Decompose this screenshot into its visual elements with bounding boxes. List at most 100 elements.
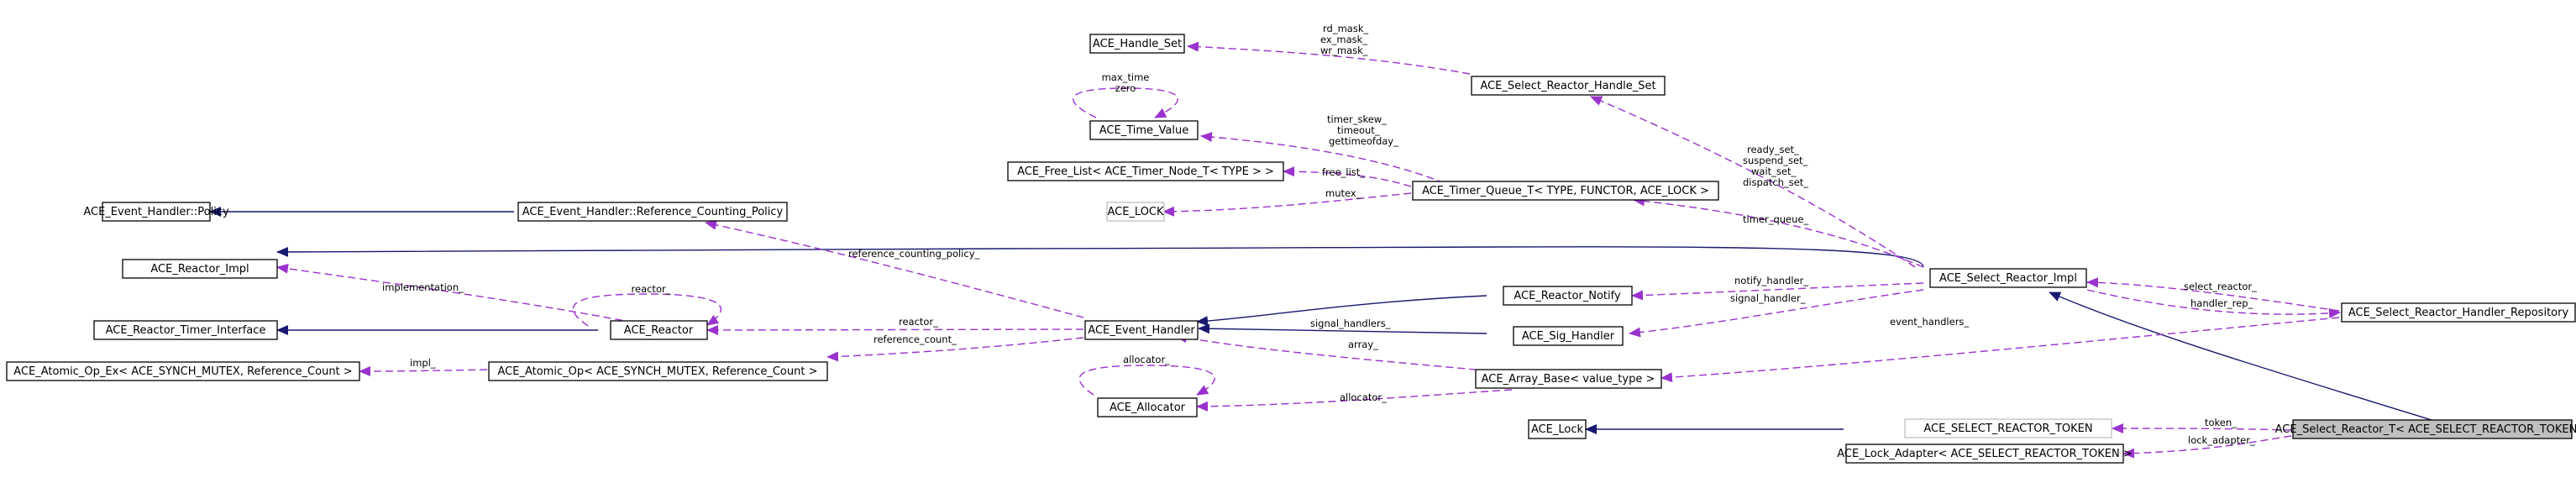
svg-text:ACE_Timer_Queue_T< TYPE, FUNCT: ACE_Timer_Queue_T< TYPE, FUNCTOR, ACE_LO… xyxy=(1422,185,1709,197)
edge-repository-to-select-impl xyxy=(2086,277,2340,312)
node-timer-queue[interactable]: ACE_Timer_Queue_T< TYPE, FUNCTOR, ACE_LO… xyxy=(1412,181,1719,201)
node-handler-repository[interactable]: ACE_Select_Reactor_Handler_Repository xyxy=(2341,302,2576,323)
label-allocator: allocator_ xyxy=(1340,391,1387,403)
svg-text:ACE_Allocator: ACE_Allocator xyxy=(1110,402,1186,414)
label-wait-set: wait_set_ xyxy=(1751,165,1796,177)
node-atomic-op-ex[interactable]: ACE_Atomic_Op_Ex< ACE_SYNCH_MUTEX, Refer… xyxy=(6,361,360,381)
label-wr-mask: wr_mask_ xyxy=(1320,45,1368,56)
label-reference-counting-policy: reference_counting_policy_ xyxy=(848,248,979,260)
label-allocator-self: allocator_ xyxy=(1123,354,1170,365)
svg-text:ACE_Event_Handler::Reference_C: ACE_Event_Handler::Reference_Counting_Po… xyxy=(522,206,784,218)
svg-text:ACE_Select_Reactor_Handle_Set: ACE_Select_Reactor_Handle_Set xyxy=(1480,80,1655,92)
svg-text:ACE_Reactor_Notify: ACE_Reactor_Notify xyxy=(1514,290,1621,302)
svg-text:ACE_Select_Reactor_T< ACE_SELE: ACE_Select_Reactor_T< ACE_SELECT_REACTOR… xyxy=(2275,423,2576,436)
svg-text:ACE_Select_Reactor_Impl: ACE_Select_Reactor_Impl xyxy=(1939,272,2077,285)
edge-timer-queue-to-time-value xyxy=(1200,132,1445,184)
svg-text:ACE_Handle_Set: ACE_Handle_Set xyxy=(1093,38,1182,50)
label-signal-handler: signal_handler_ xyxy=(1730,292,1806,304)
edge-select-reactor-t-to-select-reactor-impl xyxy=(2049,291,2432,421)
node-array-base[interactable]: ACE_Array_Base< value_type > xyxy=(1475,369,1662,389)
edge-array-base-to-allocator xyxy=(1196,389,1513,412)
node-ace-lock[interactable]: ACE_Lock xyxy=(1528,419,1587,439)
label-array: array_ xyxy=(1348,339,1378,350)
node-lock-adapter[interactable]: ACE_Lock_Adapter< ACE_SELECT_REACTOR_TOK… xyxy=(1837,444,2133,464)
node-event-handler[interactable]: ACE_Event_Handler xyxy=(1084,320,1199,340)
node-time-value[interactable]: ACE_Time_Value xyxy=(1089,120,1199,140)
svg-text:ACE_Lock_Adapter< ACE_SELECT_R: ACE_Lock_Adapter< ACE_SELECT_REACTOR_TOK… xyxy=(1837,448,2132,460)
node-reactor-notify[interactable]: ACE_Reactor_Notify xyxy=(1503,286,1633,306)
node-ace-lock-param[interactable]: ACE_LOCK xyxy=(1106,202,1165,222)
label-select-reactor: select_reactor_ xyxy=(2184,281,2257,292)
edge-event-handler-to-ref-policy xyxy=(705,219,1084,318)
edge-select-impl-to-handle-set-wrap xyxy=(1590,96,1916,268)
svg-text:ACE_LOCK: ACE_LOCK xyxy=(1107,206,1164,218)
edge-select-reactor-impl-to-reactor-impl xyxy=(276,246,1924,268)
label-impl: impl_ xyxy=(410,357,436,369)
svg-text:ACE_Sig_Handler: ACE_Sig_Handler xyxy=(1522,330,1615,343)
edge-time-value-self xyxy=(1073,87,1178,118)
label-notify-handler: notify_handler_ xyxy=(1734,275,1808,286)
label-gettimeofday: gettimeofday_ xyxy=(1329,135,1398,147)
label-ex-mask: ex_mask_ xyxy=(1320,34,1367,45)
svg-text:ACE_Reactor_Impl: ACE_Reactor_Impl xyxy=(150,263,249,276)
svg-text:ACE_Atomic_Op< ACE_SYNCH_MUTEX: ACE_Atomic_Op< ACE_SYNCH_MUTEX, Referenc… xyxy=(498,365,818,378)
svg-text:ACE_Atomic_Op_Ex< ACE_SYNCH_MU: ACE_Atomic_Op_Ex< ACE_SYNCH_MUTEX, Refer… xyxy=(13,365,352,378)
label-reactor: reactor_ xyxy=(899,316,938,328)
svg-text:ACE_Select_Reactor_Handler_Rep: ACE_Select_Reactor_Handler_Repository xyxy=(2348,307,2569,319)
label-dispatch-set: dispatch_set_ xyxy=(1743,176,1808,188)
node-select-reactor-handle-set[interactable]: ACE_Select_Reactor_Handle_Set xyxy=(1471,76,1666,96)
edge-select-reactor-t-to-token xyxy=(2112,423,2292,434)
label-max-time: max_time xyxy=(1102,71,1150,83)
edge-reactor-to-reactor-impl xyxy=(276,263,635,323)
label-reactor-self: reactor_ xyxy=(632,283,671,295)
svg-text:ACE_Reactor_Timer_Interface: ACE_Reactor_Timer_Interface xyxy=(106,324,266,337)
edge-allocator-self xyxy=(1078,365,1215,396)
node-select-reactor-impl[interactable]: ACE_Select_Reactor_Impl xyxy=(1929,268,2087,288)
label-event-handlers: event_handlers_ xyxy=(1890,316,1969,328)
edge-reactor-notify-to-event-handler xyxy=(1196,295,1487,327)
label-rd-mask: rd_mask_ xyxy=(1323,23,1368,34)
node-handle-set[interactable]: ACE_Handle_Set xyxy=(1089,34,1185,54)
node-atomic-op[interactable]: ACE_Atomic_Op< ACE_SYNCH_MUTEX, Referenc… xyxy=(488,361,828,381)
svg-text:ACE_SELECT_REACTOR_TOKEN: ACE_SELECT_REACTOR_TOKEN xyxy=(1923,423,2092,435)
node-reference-counting-policy[interactable]: ACE_Event_Handler::Reference_Counting_Po… xyxy=(517,202,788,222)
node-select-reactor-t[interactable]: ACE_Select_Reactor_T< ACE_SELECT_REACTOR… xyxy=(2275,419,2576,439)
edge-mask-to-handle-set xyxy=(1187,41,1471,75)
svg-text:ACE_Event_Handler: ACE_Event_Handler xyxy=(1088,324,1195,337)
label-reference-count: reference_count_ xyxy=(874,333,957,345)
label-timer-skew: timer_skew_ xyxy=(1327,113,1387,125)
node-reactor-timer-interface[interactable]: ACE_Reactor_Timer_Interface xyxy=(93,320,278,340)
node-select-reactor-token-param[interactable]: ACE_SELECT_REACTOR_TOKEN xyxy=(1904,418,2112,438)
edge-timer-queue-to-free-list xyxy=(1283,166,1412,187)
label-zero: zero xyxy=(1115,82,1136,94)
label-ready-set: ready_set_ xyxy=(1747,144,1799,155)
edge-atomic-op-to-atomic-op-ex xyxy=(359,365,488,376)
label-signal-handlers: signal_handlers_ xyxy=(1310,318,1391,329)
edge-select-impl-to-timer-queue xyxy=(1633,196,1924,268)
edge-select-impl-to-reactor-notify xyxy=(1631,282,1924,301)
edge-event-handler-to-reactor xyxy=(706,324,1084,335)
label-suspend-set: suspend_set_ xyxy=(1743,155,1808,166)
node-allocator[interactable]: ACE_Allocator xyxy=(1097,397,1198,417)
node-free-list[interactable]: ACE_Free_List< ACE_Timer_Node_T< TYPE > … xyxy=(1007,161,1284,181)
svg-text:ACE_Array_Base< value_type >: ACE_Array_Base< value_type > xyxy=(1482,373,1655,386)
edge-sig-handler-to-event-handler xyxy=(1198,323,1487,334)
label-lock-adapter: lock_adapter_ xyxy=(2188,434,2255,446)
node-reactor[interactable]: ACE_Reactor xyxy=(610,320,708,340)
node-policy[interactable]: ACE_Event_Handler::Policy xyxy=(83,202,229,222)
label-timer-queue: timer_queue_ xyxy=(1743,213,1808,225)
edge-array-base-to-event-handler xyxy=(1175,333,1513,374)
svg-text:ACE_Event_Handler::Policy: ACE_Event_Handler::Policy xyxy=(83,206,229,218)
node-sig-handler[interactable]: ACE_Sig_Handler xyxy=(1513,326,1624,346)
label-implementation: implementation_ xyxy=(382,281,464,293)
svg-text:ACE_Free_List< ACE_Timer_Node_: ACE_Free_List< ACE_Timer_Node_T< TYPE > … xyxy=(1017,165,1274,178)
svg-text:ACE_Lock: ACE_Lock xyxy=(1531,423,1584,436)
node-reactor-impl[interactable]: ACE_Reactor_Impl xyxy=(122,259,278,279)
svg-text:ACE_Time_Value: ACE_Time_Value xyxy=(1099,124,1188,137)
edge-select-impl-to-repository xyxy=(2086,289,2341,318)
label-mutex: mutex_ xyxy=(1325,187,1361,199)
label-timeout: timeout_ xyxy=(1337,124,1380,136)
label-free-list: free_list_ xyxy=(1322,166,1365,178)
edge-select-impl-to-sig-handler xyxy=(1629,289,1924,338)
